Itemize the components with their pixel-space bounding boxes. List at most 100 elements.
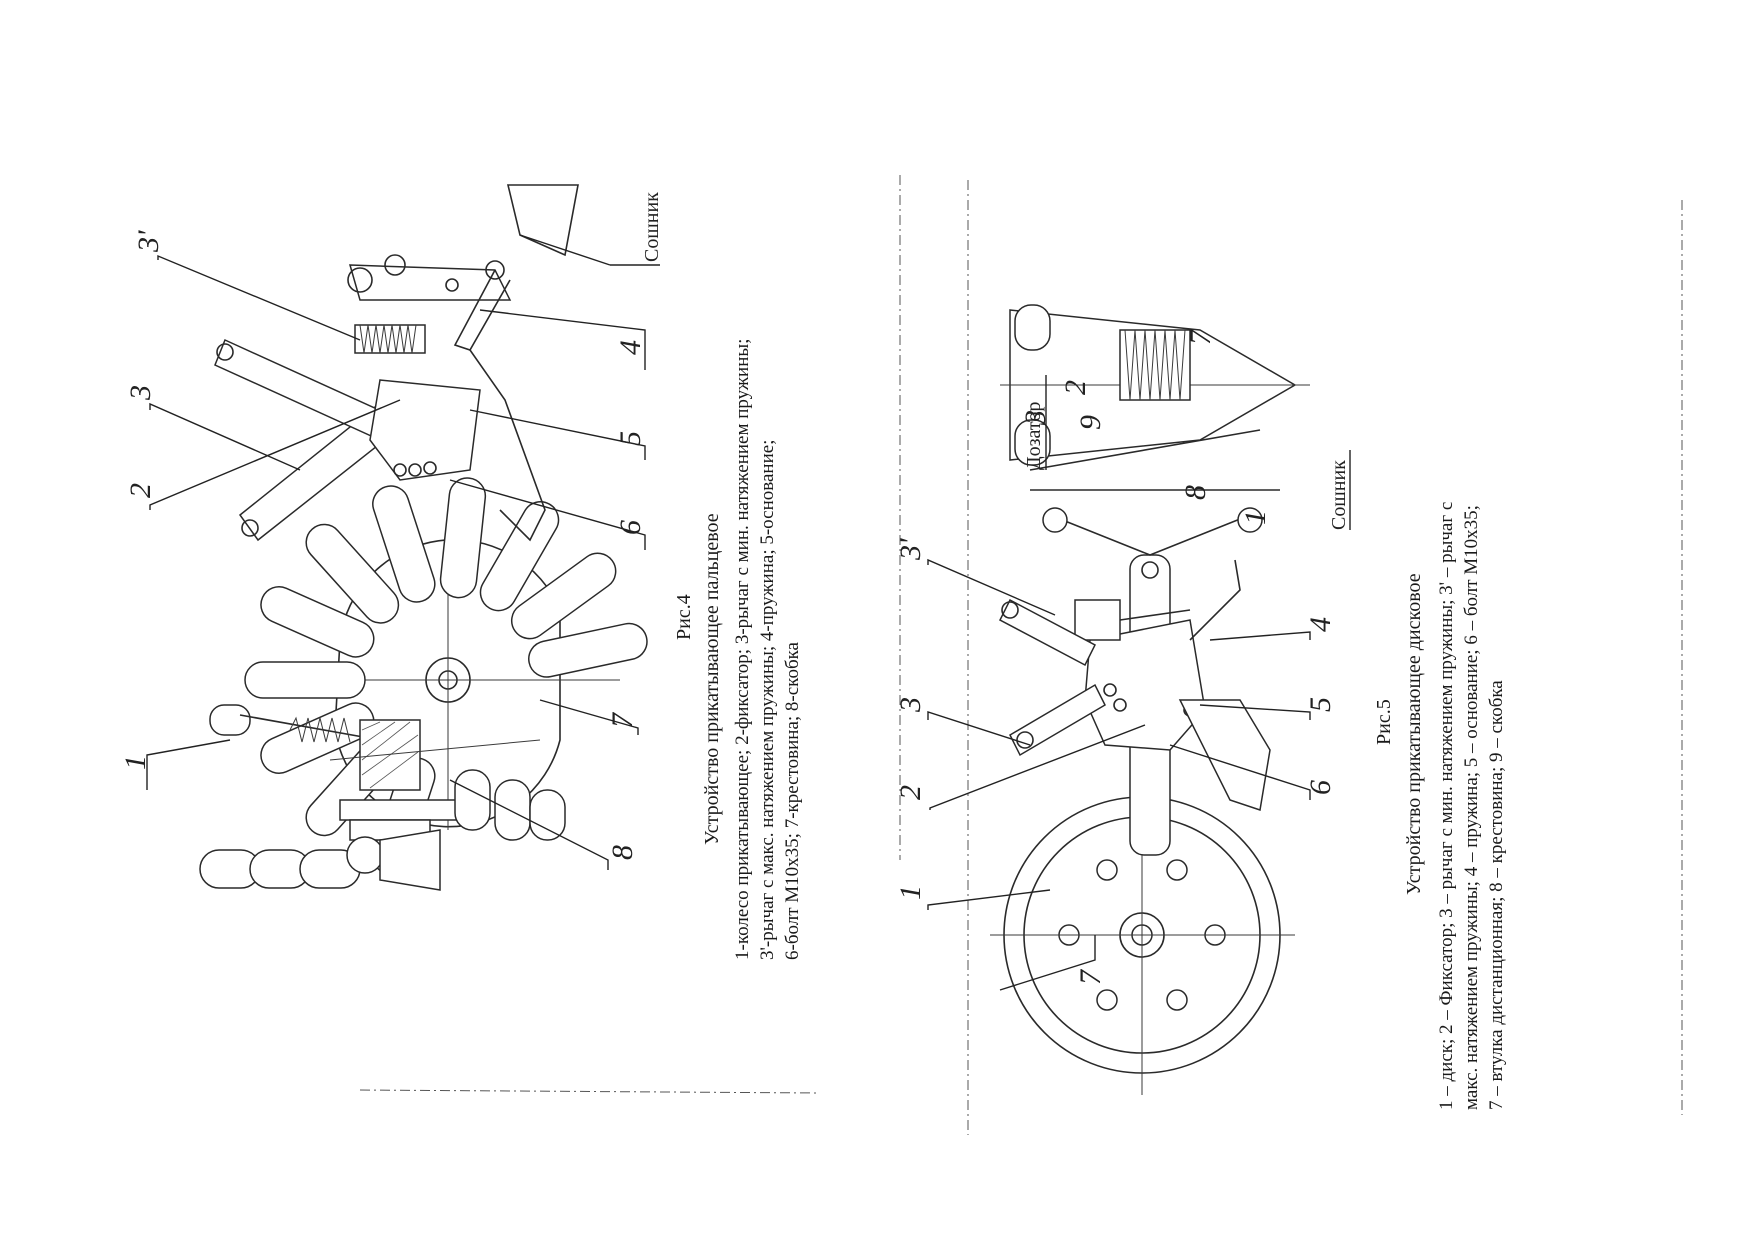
callout-4-leader — [1209, 631, 1311, 641]
disc-frame — [999, 489, 1280, 856]
callout-7-leader — [539, 699, 639, 735]
callout-1-leader — [146, 739, 231, 790]
coulter-blade — [1029, 429, 1261, 471]
disc-bolt — [1096, 859, 1118, 881]
frame-eye — [347, 267, 373, 293]
finger — [260, 702, 375, 774]
callout-3: 3 — [894, 697, 927, 713]
callout-1-leader — [927, 889, 1051, 910]
hub-plate — [379, 829, 441, 891]
finger — [529, 789, 566, 841]
callout-1: 1 — [119, 755, 152, 770]
finger — [494, 779, 531, 841]
callout-6-leader — [1169, 744, 1311, 800]
fig5-title: Устройство прикатывающее дисковое — [1403, 573, 1425, 895]
arm-pin — [1141, 561, 1159, 579]
side-callout-3: 3 — [1019, 410, 1052, 426]
tie-rod — [469, 349, 546, 542]
callout-7: 7 — [606, 711, 639, 728]
v-arm-end — [1237, 507, 1263, 533]
hub-coil — [1119, 329, 1191, 401]
callout-5-leader — [1199, 704, 1311, 720]
fig5-legend-line-2: макс. натяжением пружины; 4 – пружина; 5… — [1461, 505, 1482, 1110]
fig4-legend-line-2: 3'-рычаг с макс. натяжением пружины; 4-п… — [757, 440, 778, 960]
callout-5-leader — [469, 409, 646, 460]
soil-label-fig5: Сошник — [1328, 460, 1350, 530]
soil-label-fig4: Сошник — [641, 192, 663, 262]
fig4-title: Устройство прикатывающее пальцевое — [701, 513, 723, 845]
disc-bolt — [1096, 989, 1118, 1011]
finger — [439, 477, 487, 599]
ball — [346, 836, 384, 874]
side-callout-8: 8 — [1179, 485, 1212, 500]
lever-3-prime — [214, 338, 391, 442]
shaft-coil — [289, 716, 351, 743]
finger — [372, 485, 436, 603]
bracket — [339, 799, 461, 821]
base-plate — [369, 379, 481, 481]
hole — [1103, 683, 1117, 697]
axis — [329, 739, 541, 761]
fig4-legend-line-3: 6-болт М10х35; 7-крестовина; 8-скобка — [782, 641, 803, 960]
finger — [244, 661, 366, 699]
finger — [260, 586, 375, 658]
callout-3-leader — [927, 711, 1031, 746]
v-arm-end — [1042, 507, 1068, 533]
lever-pin — [1001, 601, 1019, 619]
finger — [510, 552, 617, 640]
figure-5-disc-roller: 1 7 2 6 3 5 3' 4 3 2 9 8 7 1 Дозатор Сош… — [894, 304, 1507, 1110]
callout-2-leader — [149, 399, 401, 510]
frame-bolt — [485, 260, 505, 280]
callout-4-leader — [479, 309, 646, 370]
lever-3 — [1009, 683, 1106, 757]
figure-4-finger-roller: 1 8 7 2 6 3 5 3' 4 Сошник Рис.4 Устройст… — [119, 184, 803, 960]
frame-line-bottom — [359, 1089, 821, 1094]
callout-4: 4 — [1304, 617, 1337, 632]
callout-8-leader — [449, 779, 609, 870]
coulter-body — [506, 184, 579, 257]
finger — [1014, 419, 1051, 466]
lever-3-pin — [241, 519, 259, 537]
disc-bolt — [1166, 859, 1188, 881]
callout-3-leader — [149, 402, 301, 471]
lever-3-prime-pin — [216, 343, 234, 361]
callout-3-prime: 3' — [132, 230, 165, 253]
tie-rod — [1189, 559, 1241, 641]
figure-4-callouts — [146, 254, 646, 870]
finger — [305, 523, 400, 624]
shoe — [1178, 699, 1271, 811]
callout-7: 7 — [1074, 968, 1107, 985]
lever-assembly — [214, 254, 546, 542]
fig4-number: Рис.4 — [673, 594, 695, 640]
fig5-number: Рис.5 — [1373, 699, 1395, 745]
hopper-label: Дозатор — [1023, 402, 1045, 470]
coulter — [506, 184, 660, 266]
side-view — [1000, 304, 1310, 471]
shaft-end — [209, 704, 251, 736]
wheel-fingers — [244, 477, 648, 875]
frame-bolt — [445, 278, 459, 292]
spring-rod — [1119, 609, 1191, 621]
side-callout-2: 2 — [1059, 380, 1092, 395]
hole — [393, 463, 407, 477]
callout-3: 3 — [124, 385, 157, 401]
hole — [408, 463, 422, 477]
v-arms — [1049, 514, 1251, 556]
callout-6: 6 — [1304, 780, 1337, 795]
finger — [479, 501, 560, 612]
disc-bolt — [1166, 989, 1188, 1011]
coulter-leader — [519, 234, 611, 266]
callout-2: 2 — [894, 785, 927, 800]
callout-3prime-leader — [927, 558, 1056, 616]
fig5-legend-line-3: 7 – втулка дистанционная; 8 – крестовина… — [1486, 680, 1507, 1110]
fig4-legend-line-1: 1-колесо прикатывающее; 2-фиксатор; 3-ры… — [732, 339, 753, 960]
hub-coil-lines — [1124, 329, 1186, 401]
callout-8: 8 — [606, 845, 639, 860]
callout-6-leader — [449, 479, 646, 550]
callout-6: 6 — [614, 520, 647, 535]
lever-pin — [1016, 731, 1034, 749]
finger — [528, 622, 648, 678]
callout-7-leader — [999, 935, 1096, 991]
